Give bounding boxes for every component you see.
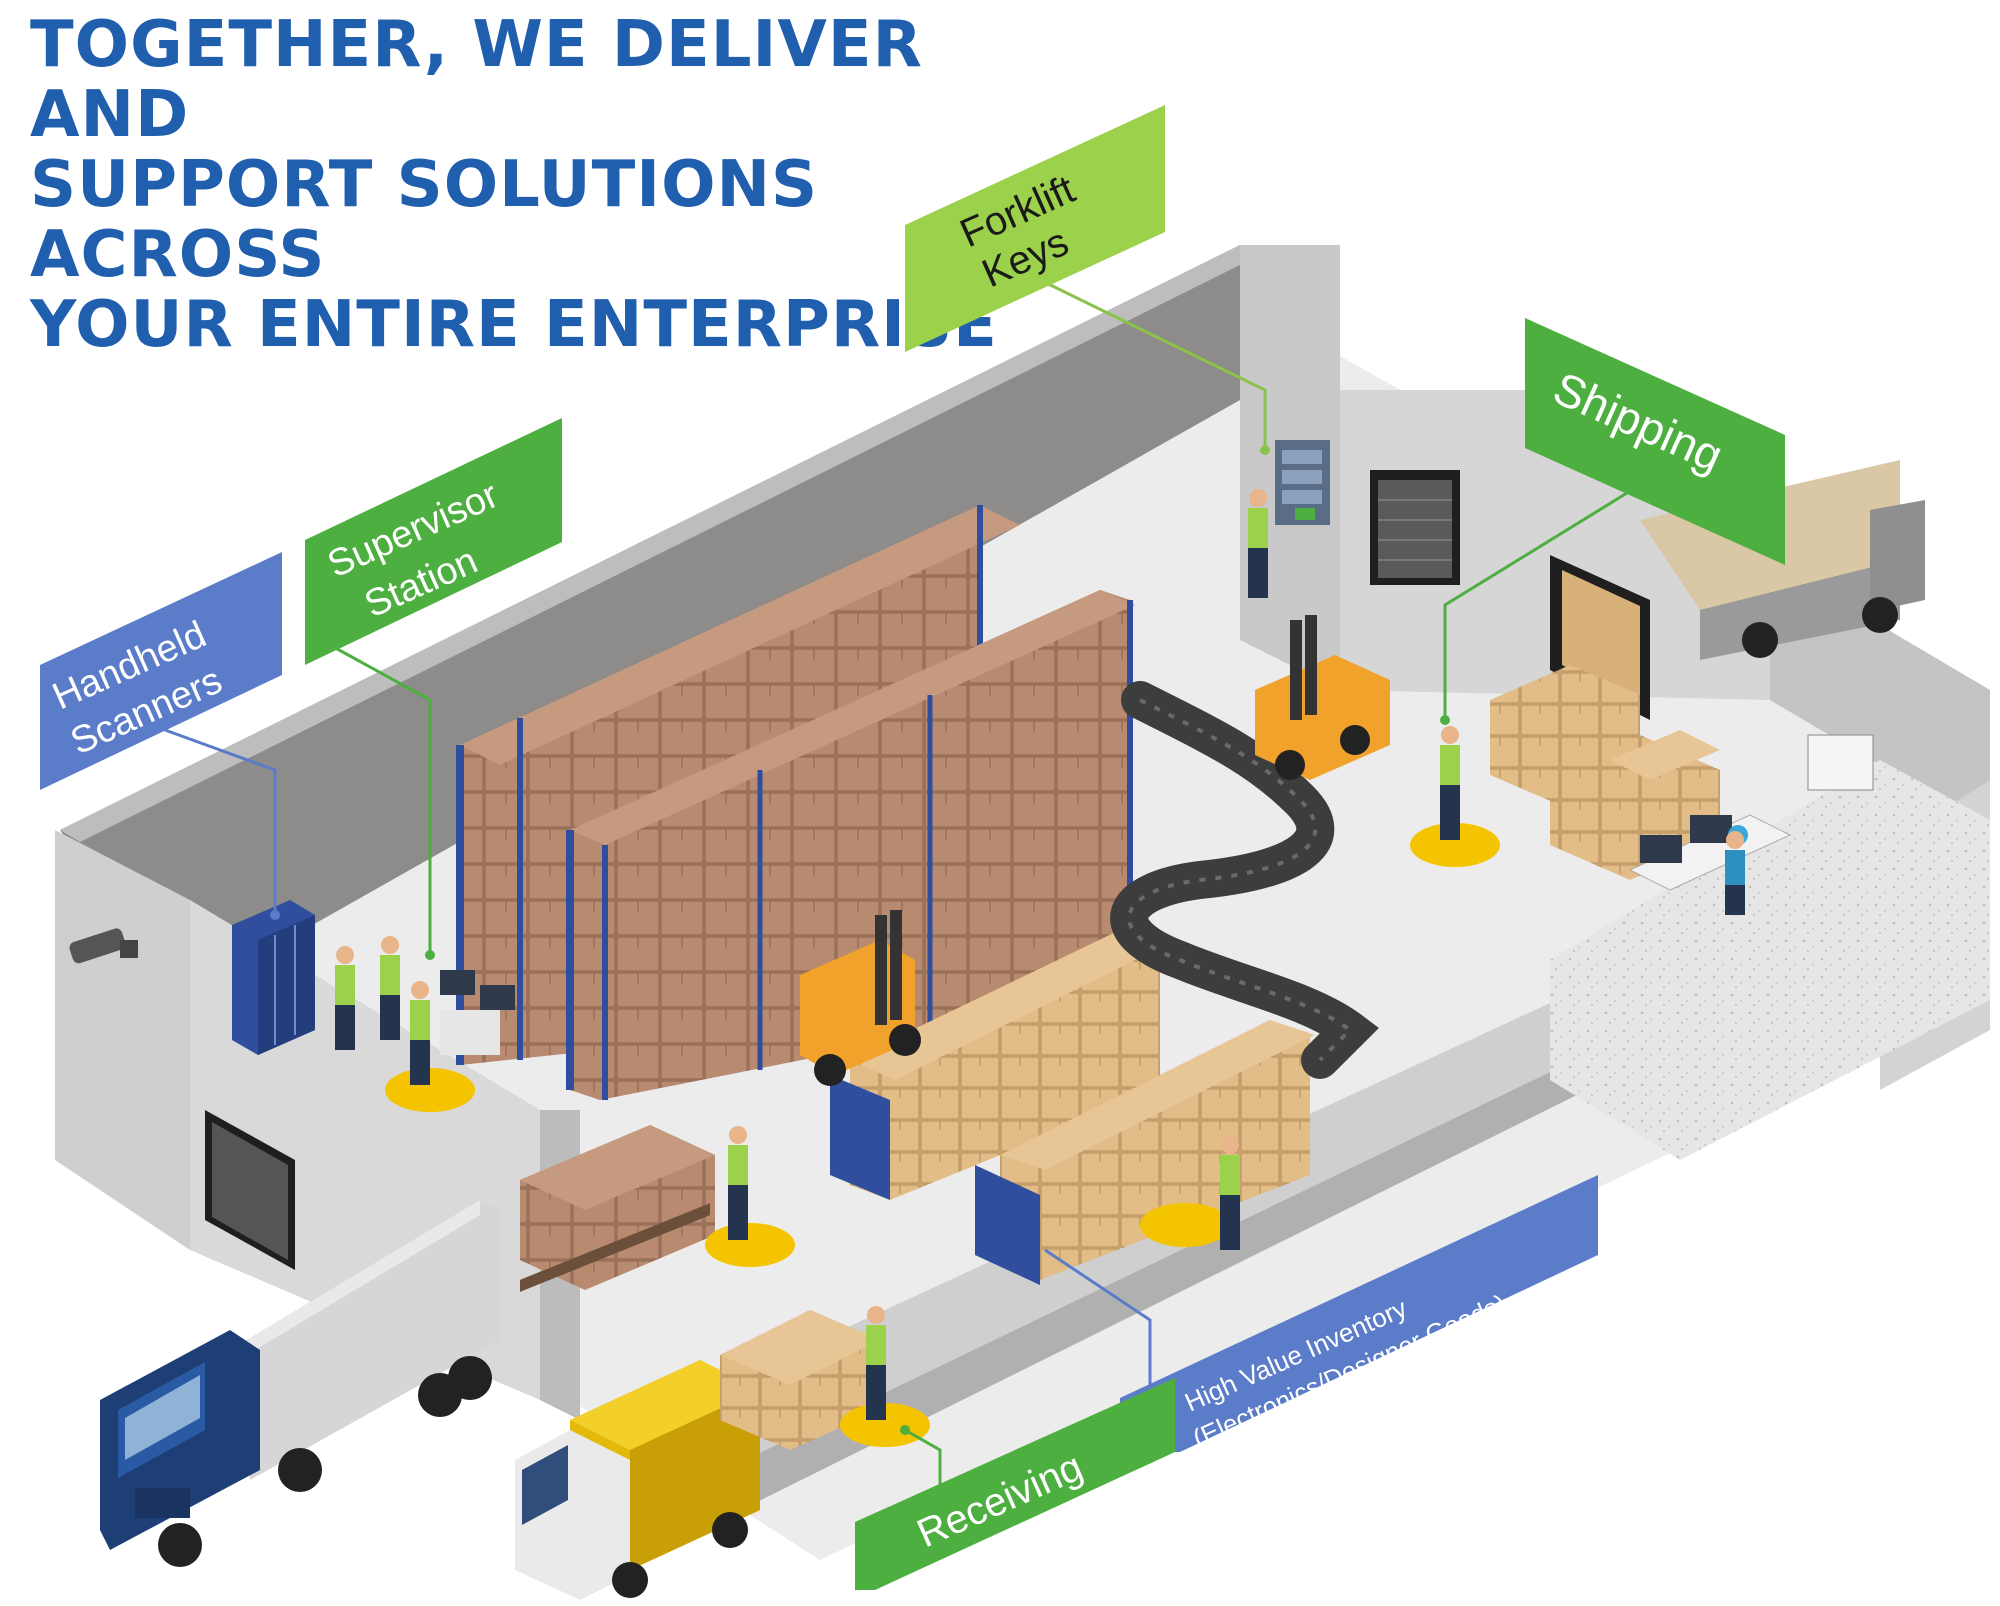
headline-line-2: SUPPORT SOLUTIONS ACROSS xyxy=(30,148,819,292)
workers xyxy=(335,489,1745,1447)
pallets-receiving xyxy=(520,1125,715,1292)
back-wall xyxy=(60,245,1240,1000)
worker xyxy=(380,936,400,1040)
callout-supervisor-station: Supervisor Station xyxy=(305,418,562,665)
callout-shipping: Shipping xyxy=(1525,318,1785,565)
rack-low-2 xyxy=(975,1020,1315,1285)
worker-zone-front xyxy=(840,1403,930,1447)
rack-tall-2 xyxy=(566,590,1135,1100)
truck-blue xyxy=(100,1200,500,1567)
forklift-back xyxy=(1255,615,1390,780)
worker xyxy=(335,946,355,1050)
truck-yellow xyxy=(515,1360,760,1600)
headline: TOGETHER, WE DELIVER AND SUPPORT SOLUTIO… xyxy=(30,10,1010,360)
dock-door-left xyxy=(205,1110,295,1270)
security-camera-icon xyxy=(69,928,138,964)
truck-blue-trailer xyxy=(230,1200,500,1480)
office-area xyxy=(1550,734,1990,1160)
leader-shipping xyxy=(1443,483,1641,720)
forklift-center xyxy=(800,910,921,1086)
worker xyxy=(1725,831,1745,915)
worker xyxy=(1440,726,1460,840)
rack-low-1 xyxy=(830,930,1165,1200)
worker-zone-shipping xyxy=(1410,823,1500,867)
worker xyxy=(728,1126,748,1240)
worker xyxy=(410,981,430,1085)
leader-supervisor-station xyxy=(329,643,432,955)
leader-high-value-inventory xyxy=(1044,1248,1152,1385)
leader-handheld-scanners xyxy=(164,728,277,915)
headline-line-1: TOGETHER, WE DELIVER AND xyxy=(30,8,923,152)
pallets-front xyxy=(720,1310,880,1450)
worker xyxy=(866,1306,886,1420)
worker xyxy=(1248,489,1268,598)
worker-zone-supervisor xyxy=(385,1068,475,1112)
forklift-key-box xyxy=(1275,440,1330,525)
dock-door-back xyxy=(1370,470,1460,585)
headline-line-3: YOUR ENTIRE ENTERPRISE xyxy=(30,288,998,362)
leader-lines xyxy=(164,273,1641,1500)
leader-forklift-keys xyxy=(1029,273,1267,450)
worker-zone-right xyxy=(1140,1203,1230,1247)
scanner-locker xyxy=(232,900,315,1055)
worker-zone-center xyxy=(705,1223,795,1267)
leader-receiving xyxy=(904,1428,942,1500)
worker xyxy=(1220,1136,1240,1250)
supervisor-station xyxy=(440,970,515,1055)
left-wall xyxy=(55,830,190,1250)
